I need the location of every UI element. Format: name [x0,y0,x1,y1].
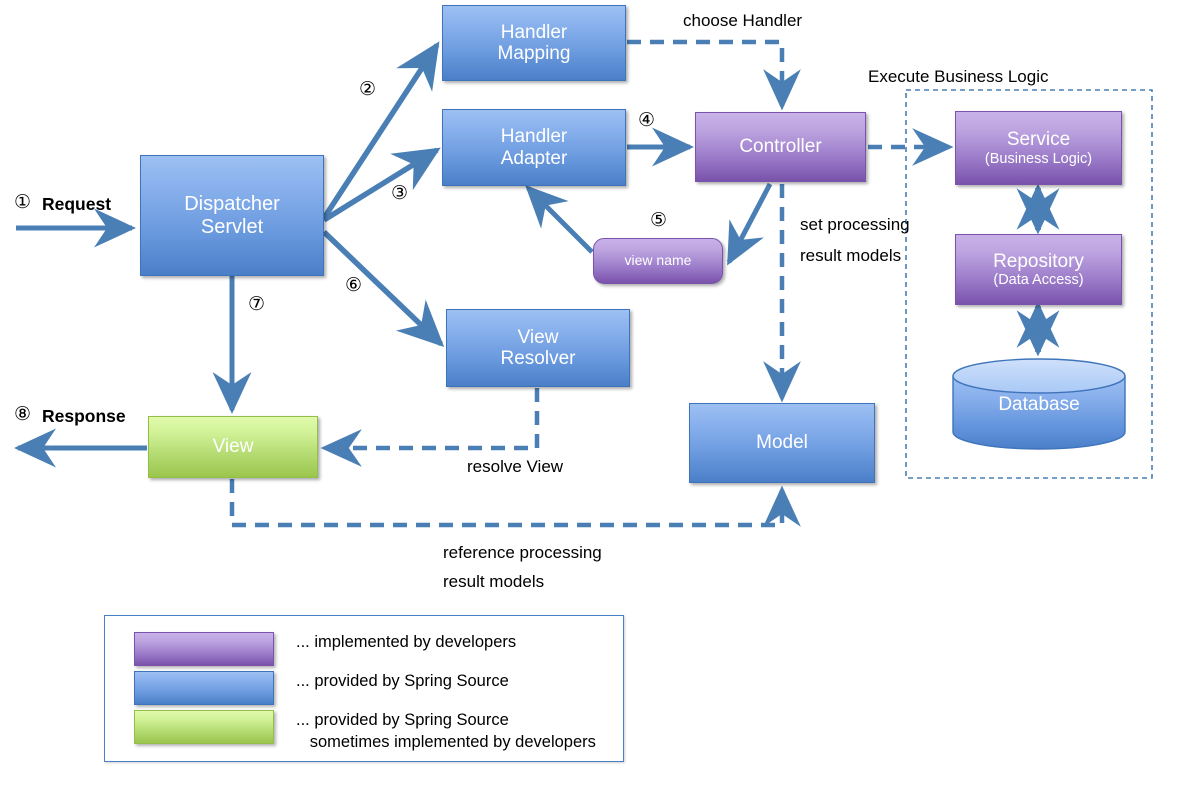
view-name-label: view name [624,252,692,269]
step-number-6: ⑥ [345,275,363,296]
label-reference-line1: reference processing [443,543,602,562]
service-label: Service [1006,129,1071,151]
label-request: Request [42,194,112,214]
legend-swatch-green [134,710,274,744]
arrow-5-view-name [726,182,773,266]
label-reference-line2: result models [443,572,545,591]
arrow-2-handler-mapping [321,41,440,220]
database-label: Database [998,394,1080,415]
step-number-4: ④ [638,110,656,131]
node-model[interactable]: Model [689,403,875,483]
node-handler-mapping[interactable]: Handler Mapping [442,5,626,81]
node-view-resolver[interactable]: View Resolver [446,309,630,387]
legend-label-provided-sometimes-implemented: ... provided by Spring Source sometimes … [296,711,596,751]
legend-swatch-purple [134,632,274,666]
execute-business-logic-container [905,89,1153,479]
node-dispatcher-servlet[interactable]: Dispatcher Servlet [140,155,324,276]
view-resolver-label-line2: Resolver [500,348,576,369]
view-label: View [212,436,254,458]
legend-label-provided-by-spring-source: ... provided by Spring Source [296,672,509,690]
legend-panel: ... implemented by developers ... provid… [104,615,624,762]
node-view-name[interactable]: view name [593,238,723,284]
step-number-1: ① [14,192,32,213]
controller-label: Controller [739,136,822,158]
label-response: Response [42,406,126,426]
dashed-choose-handler [627,39,801,111]
database-cylinder-shape [952,358,1126,450]
label-set-processing-line1: set processing [800,215,910,234]
legend-swatch-blue [134,671,274,705]
handler-adapter-label-line2: Adapter [500,147,568,169]
handler-mapping-label-line2: Mapping [497,43,571,64]
label-set-processing-line2: result models [800,246,902,265]
arrow-view-name-to-handler-adapter [525,185,594,254]
legend-row-implemented-by-developers: ... implemented by developers [134,632,516,666]
node-database[interactable]: Database [951,358,1127,450]
node-controller[interactable]: Controller [695,112,866,182]
node-service[interactable]: Service (Business Logic) [955,111,1122,185]
repository-label: Repository [993,250,1084,272]
step-number-2: ② [359,79,377,100]
step-number-7: ⑦ [248,294,266,315]
service-sublabel: (Business Logic) [984,150,1093,167]
dashed-reference-result-models [229,479,801,528]
node-view[interactable]: View [148,416,318,478]
model-label: Model [756,432,808,454]
label-execute-business-logic: Execute Business Logic [868,67,1049,86]
dispatcher-servlet-label-line1: Dispatcher [184,193,280,216]
handler-mapping-label-line1: Handler [500,21,568,43]
step-number-5: ⑤ [650,210,668,231]
step-number-3: ③ [391,183,409,204]
arrow-6-view-resolver [322,230,445,348]
dashed-resolve-view [320,388,540,467]
handler-adapter-label-line1: Handler [500,126,568,148]
view-resolver-label-line1: View [517,326,559,348]
legend-row-provided-by-spring-source: ... provided by Spring Source [134,671,509,705]
node-repository[interactable]: Repository (Data Access) [955,234,1122,305]
node-handler-adapter[interactable]: Handler Adapter [442,109,626,186]
legend-row-provided-sometimes-implemented: ... provided by Spring Source sometimes … [134,710,596,754]
step-number-8: ⑧ [14,404,32,425]
dispatcher-servlet-label-line2: Servlet [200,215,264,238]
arrow-3-handler-adapter [322,147,441,223]
repository-sublabel: (Data Access) [993,272,1084,289]
label-choose-handler: choose Handler [683,11,803,30]
legend-label-implemented-by-developers: ... implemented by developers [296,633,517,651]
label-resolve-view: resolve View [467,457,564,476]
